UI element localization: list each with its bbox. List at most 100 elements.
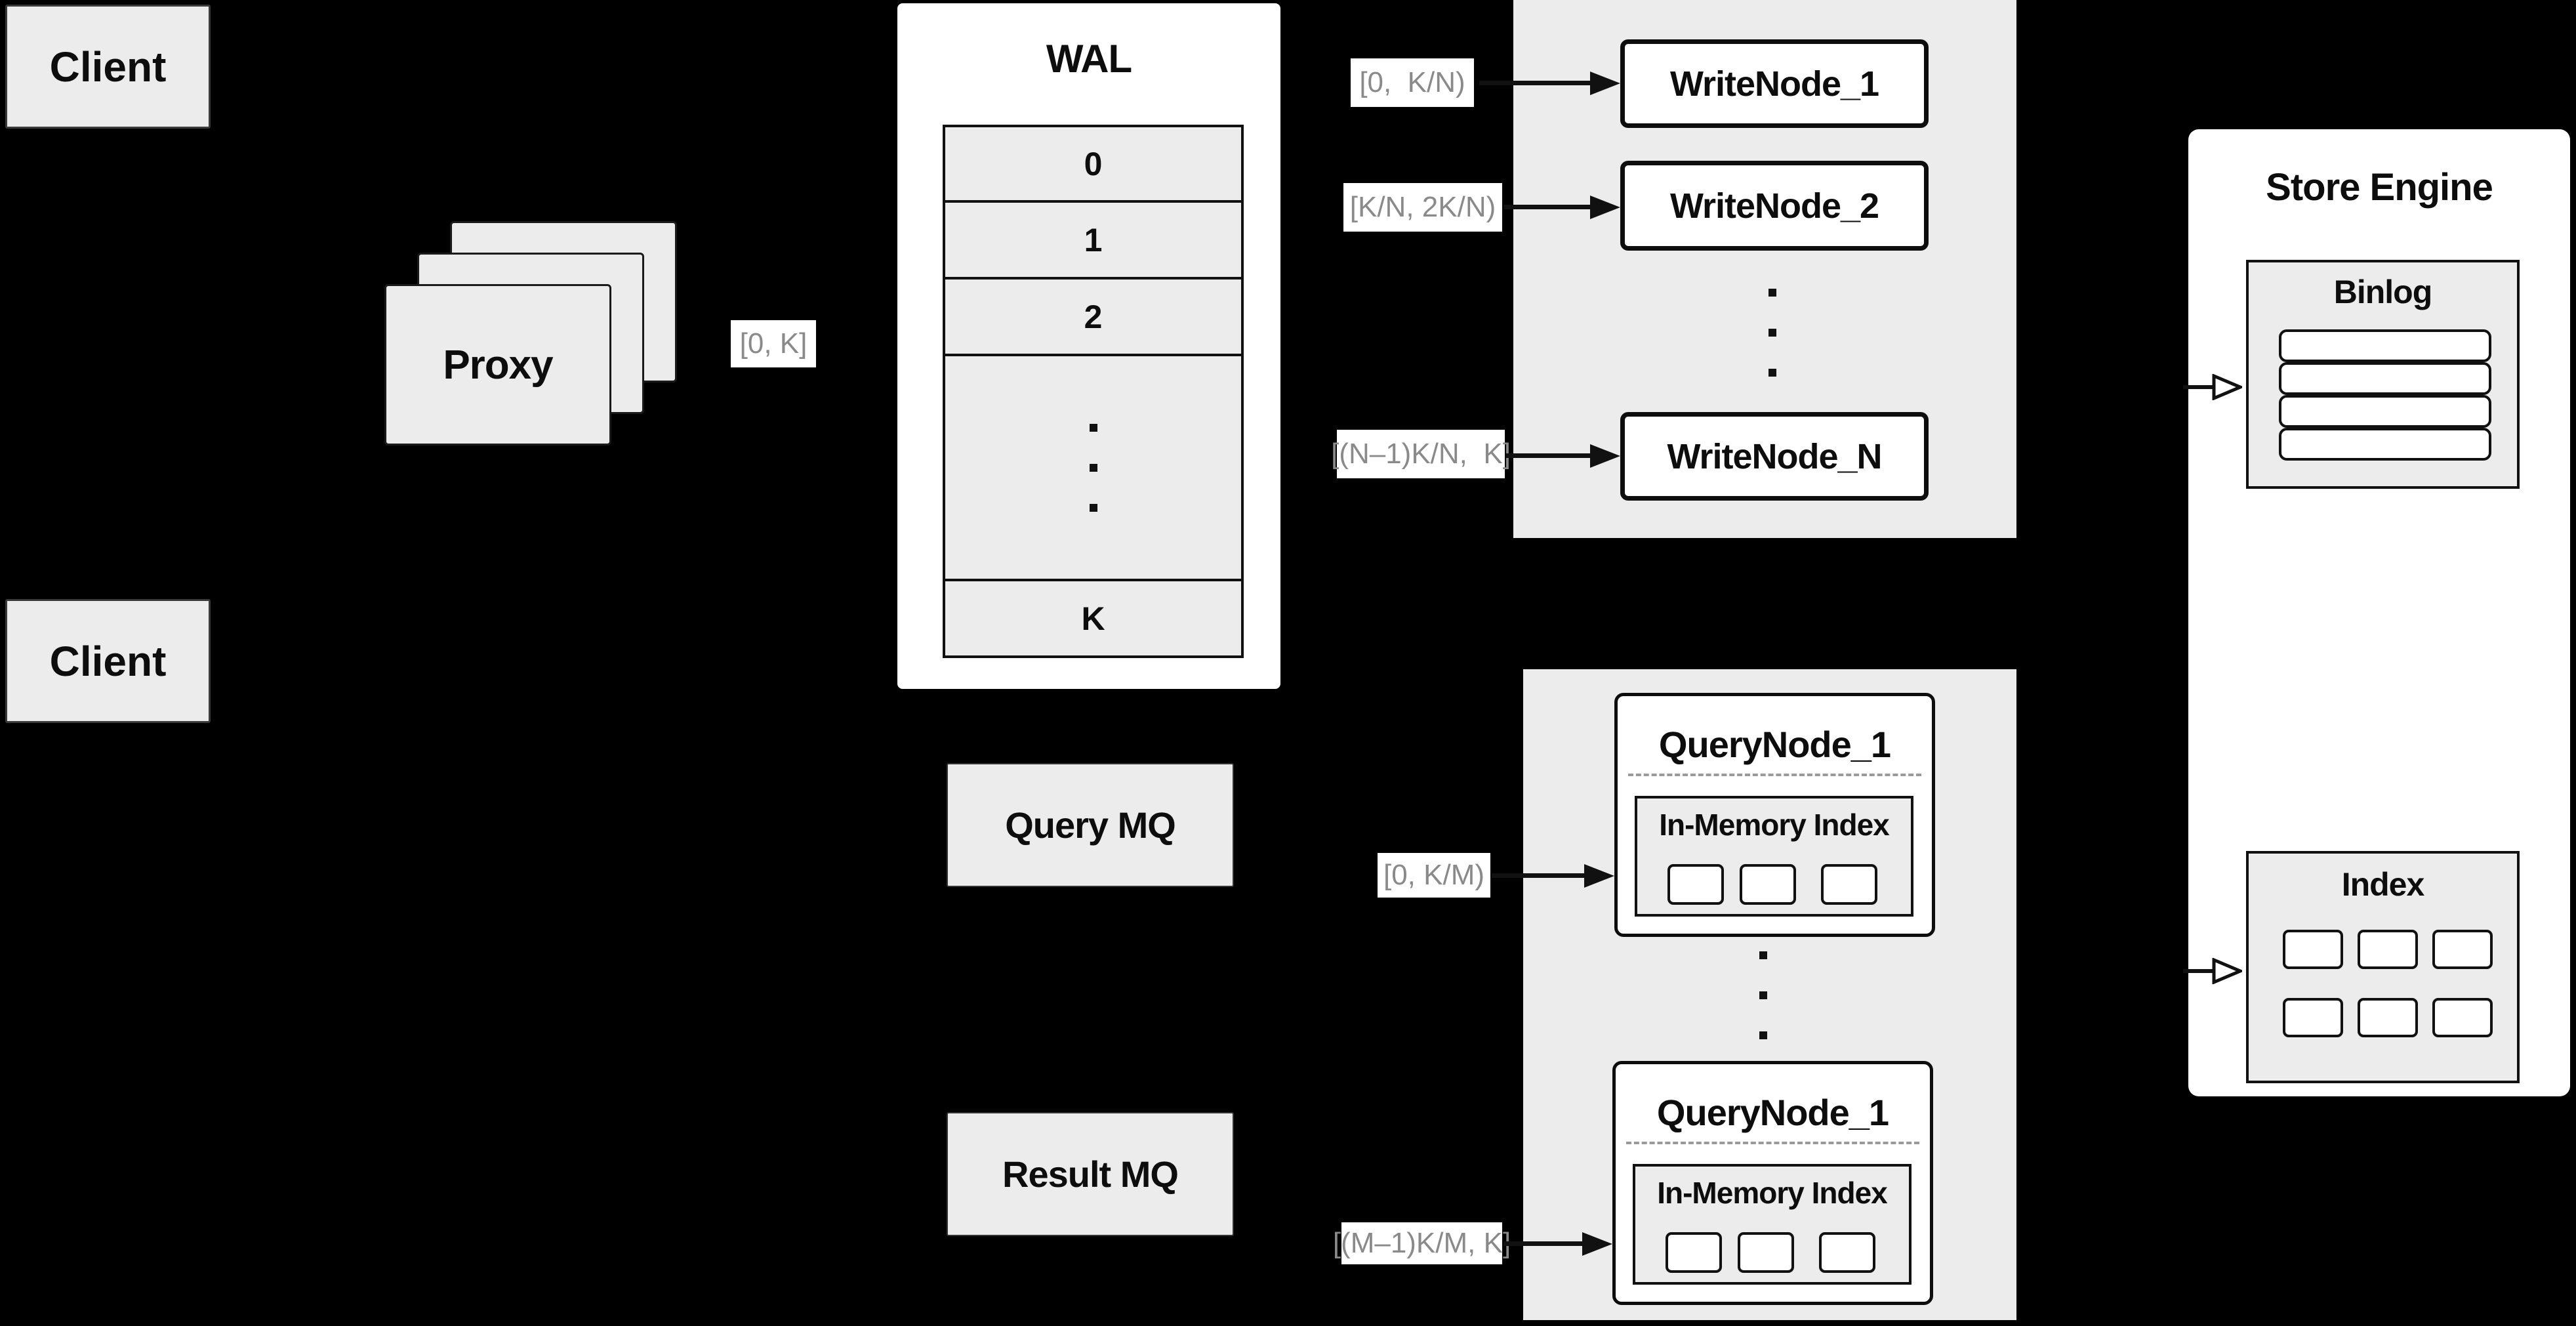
arrow-head-writenode-1 [1590,72,1620,95]
query-node-1-inmem-box: In-Memory Index [1635,796,1913,917]
arrow-to-querynode-1 [1492,873,1587,878]
binlog-title: Binlog [2249,272,2517,312]
binlog-title-text: Binlog [2333,274,2433,310]
write-range-label-1: [0, K/N) [1351,58,1474,107]
write-range-n-text: [(N–1)K/N, K] [1331,438,1511,470]
write-node-1: WriteNode_1 [1620,39,1929,128]
query-node-m-title: QueryNode_1 [1616,1089,1930,1135]
inmem-title-text: In-Memory Index [1659,808,1890,842]
arrow-head-writenode-2 [1590,196,1620,219]
inmem-segment [1666,1232,1722,1273]
write-node-ellipsis-dots [1768,289,1776,377]
write-node-n: WriteNode_N [1620,412,1929,501]
inmem-title: In-Memory Index [1637,806,1911,843]
wal-title: WAL [897,35,1280,82]
store-index-title-text: Index [2341,866,2425,903]
wal-table: 0 1 2 K [943,125,1244,658]
client-bottom-box: Client [5,599,211,723]
wal-slot-0: 0 [945,127,1241,200]
dot [1089,503,1097,512]
inmem-title: In-Memory Index [1635,1174,1909,1211]
write-range-2-text: [K/N, 2K/N) [1349,191,1496,223]
query-node-1-title-text: QueryNode_1 [1658,723,1891,765]
inmem-segment [1740,864,1796,905]
arrow-to-binlog [2183,385,2215,389]
inmem-segment [1819,1232,1875,1273]
wal-title-text: WAL [1046,36,1132,81]
write-node-1-label: WriteNode_1 [1669,64,1879,104]
dot [1759,1031,1767,1039]
index-segment [2283,930,2343,969]
index-segment [2432,998,2493,1037]
query-node-m-inmem-box: In-Memory Index [1633,1164,1912,1285]
dot [1759,951,1767,959]
wal-slot-k: K [945,579,1241,655]
inmem-title-text: In-Memory Index [1657,1176,1888,1210]
client-top-label: Client [49,43,167,91]
client-bottom-label: Client [49,637,167,685]
index-segment [2358,930,2418,969]
proxy-range-text: [0, K] [739,327,808,360]
wal-panel: WAL 0 1 2 K [897,3,1280,689]
query-node-1-divider [1628,774,1921,776]
query-mq-box: Query MQ [947,763,1234,887]
query-node-1-title: QueryNode_1 [1618,721,1932,767]
arrow-head-binlog [2212,374,2242,400]
arrow-to-querynode-m [1503,1241,1585,1246]
arrow-head-querynode-1 [1584,864,1614,888]
dot [1089,423,1097,432]
query-node-m: QueryNode_1 In-Memory Index [1612,1061,1933,1305]
proxy-card-front: Proxy [384,284,611,445]
binlog-segment [2279,395,2491,428]
binlog-box: Binlog [2246,260,2520,489]
index-segment [2432,930,2493,969]
index-segment [2283,998,2343,1037]
result-mq-box: Result MQ [947,1112,1234,1236]
arrow-head-querynode-m [1582,1232,1612,1256]
wal-slot-1: 1 [945,200,1241,277]
store-engine-title-text: Store Engine [2266,165,2493,209]
write-range-1-text: [0, K/N) [1359,66,1465,98]
dot [1089,463,1097,472]
write-node-2-label: WriteNode_2 [1669,186,1879,226]
wal-slot-0-text: 0 [1084,145,1103,182]
binlog-segment [2279,362,2491,395]
write-range-label-n: [(N–1)K/N, K] [1331,430,1511,478]
binlog-segment [2279,329,2491,362]
arrow-to-store-index [2183,969,2215,973]
store-index-box: Index [2246,851,2520,1083]
inmem-segment [1821,864,1877,905]
query-node-1: QueryNode_1 In-Memory Index [1614,693,1935,937]
store-engine-panel: Store Engine Binlog Index [2188,129,2570,1096]
wal-slot-k-text: K [1081,600,1105,637]
query-range-label-1: [0, K/M) [1378,853,1490,898]
binlog-segment [2279,428,2491,461]
query-range-label-m: [(M–1)K/M, K] [1333,1222,1511,1264]
inmem-segment [1667,864,1724,905]
wal-slot-ellipsis [945,354,1241,579]
dot [1768,369,1776,377]
write-range-label-2: [K/N, 2K/N) [1343,183,1502,232]
dot [1768,289,1776,297]
query-mq-label: Query MQ [1005,804,1176,846]
arrow-to-writenode-2 [1503,205,1592,209]
query-range-1-text: [0, K/M) [1383,859,1485,891]
proxy-range-label: [0, K] [731,320,816,367]
arrow-head-writenode-n [1590,444,1620,468]
client-top-box: Client [5,5,211,129]
arrow-to-writenode-n [1506,453,1592,458]
wal-slot-2: 2 [945,277,1241,354]
store-index-title: Index [2249,864,2517,905]
store-engine-title: Store Engine [2188,163,2570,211]
dot [1759,991,1767,999]
wal-slot-2-text: 2 [1084,298,1103,335]
write-node-n-label: WriteNode_N [1667,436,1882,476]
write-node-2: WriteNode_2 [1620,161,1929,251]
proxy-label: Proxy [443,342,553,388]
wal-slot-1-text: 1 [1084,221,1103,259]
query-node-m-title-text: QueryNode_1 [1656,1091,1889,1133]
arrow-head-store-index [2212,958,2242,984]
dot [1768,329,1776,337]
query-range-m-text: [(M–1)K/M, K] [1332,1227,1511,1259]
